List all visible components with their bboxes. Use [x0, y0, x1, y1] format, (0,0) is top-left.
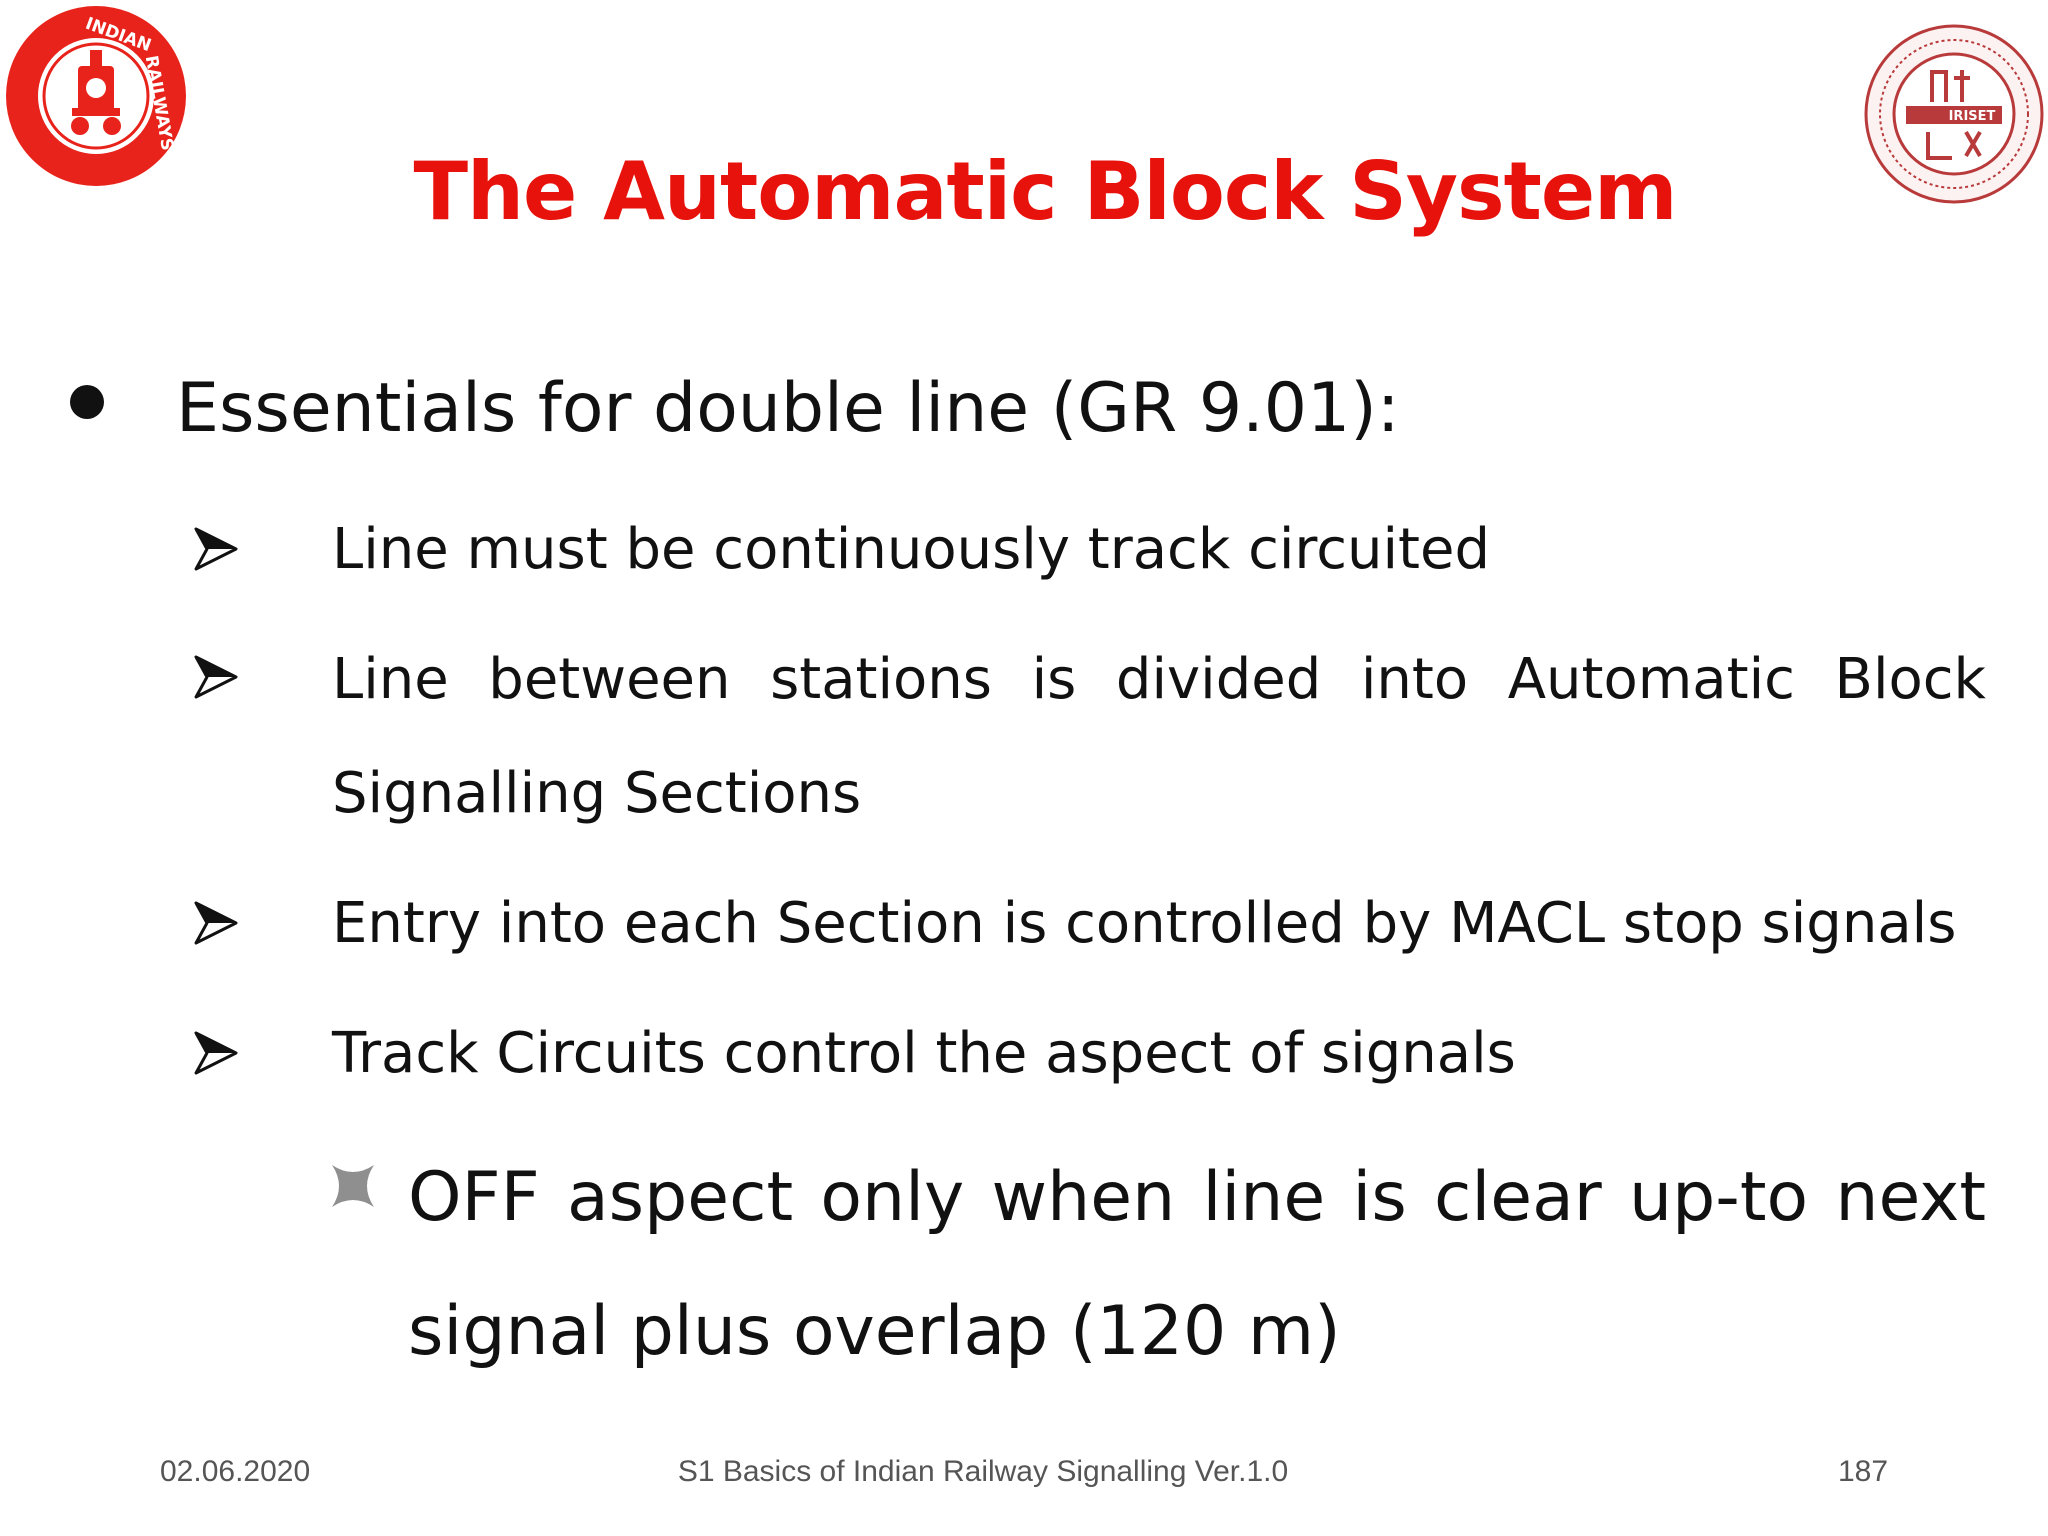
- indian-railways-logo: INDIAN RAILWAYS: [6, 6, 186, 186]
- slide-title: The Automatic Block System: [413, 145, 1677, 238]
- svg-text:IRISET: IRISET: [1949, 109, 1996, 124]
- bullet-dot: [70, 385, 104, 419]
- bullet-text: Essentials for double line (GR 9.01):: [176, 369, 1400, 448]
- iriset-logo: IRISET: [1864, 24, 2044, 204]
- footer-date: 02.06.2020: [160, 1455, 311, 1488]
- arrow-bullet-icon: [194, 1031, 238, 1075]
- subitem-text: Track Circuits control the aspect of sig…: [332, 1021, 1516, 1086]
- page-number: 187: [1838, 1455, 1889, 1488]
- footer-title: S1 Basics of Indian Railway Signalling V…: [677, 1455, 1289, 1488]
- arrow-bullet-icon: [194, 901, 238, 945]
- subitem-text: Line between stations is divided into Au…: [332, 647, 1986, 712]
- subitem-text: Line must be continuously track circuite…: [332, 517, 1491, 582]
- star-bullet-icon: [332, 1165, 374, 1207]
- arrow-bullet-icon: [194, 527, 238, 571]
- subitem-text-continued: Signalling Sections: [332, 761, 862, 826]
- subitem-text: Entry into each Section is controlled by…: [332, 891, 1957, 956]
- arrow-bullet-icon: [194, 655, 238, 699]
- note-text: OFF aspect only when line is clear up-to…: [408, 1158, 1986, 1371]
